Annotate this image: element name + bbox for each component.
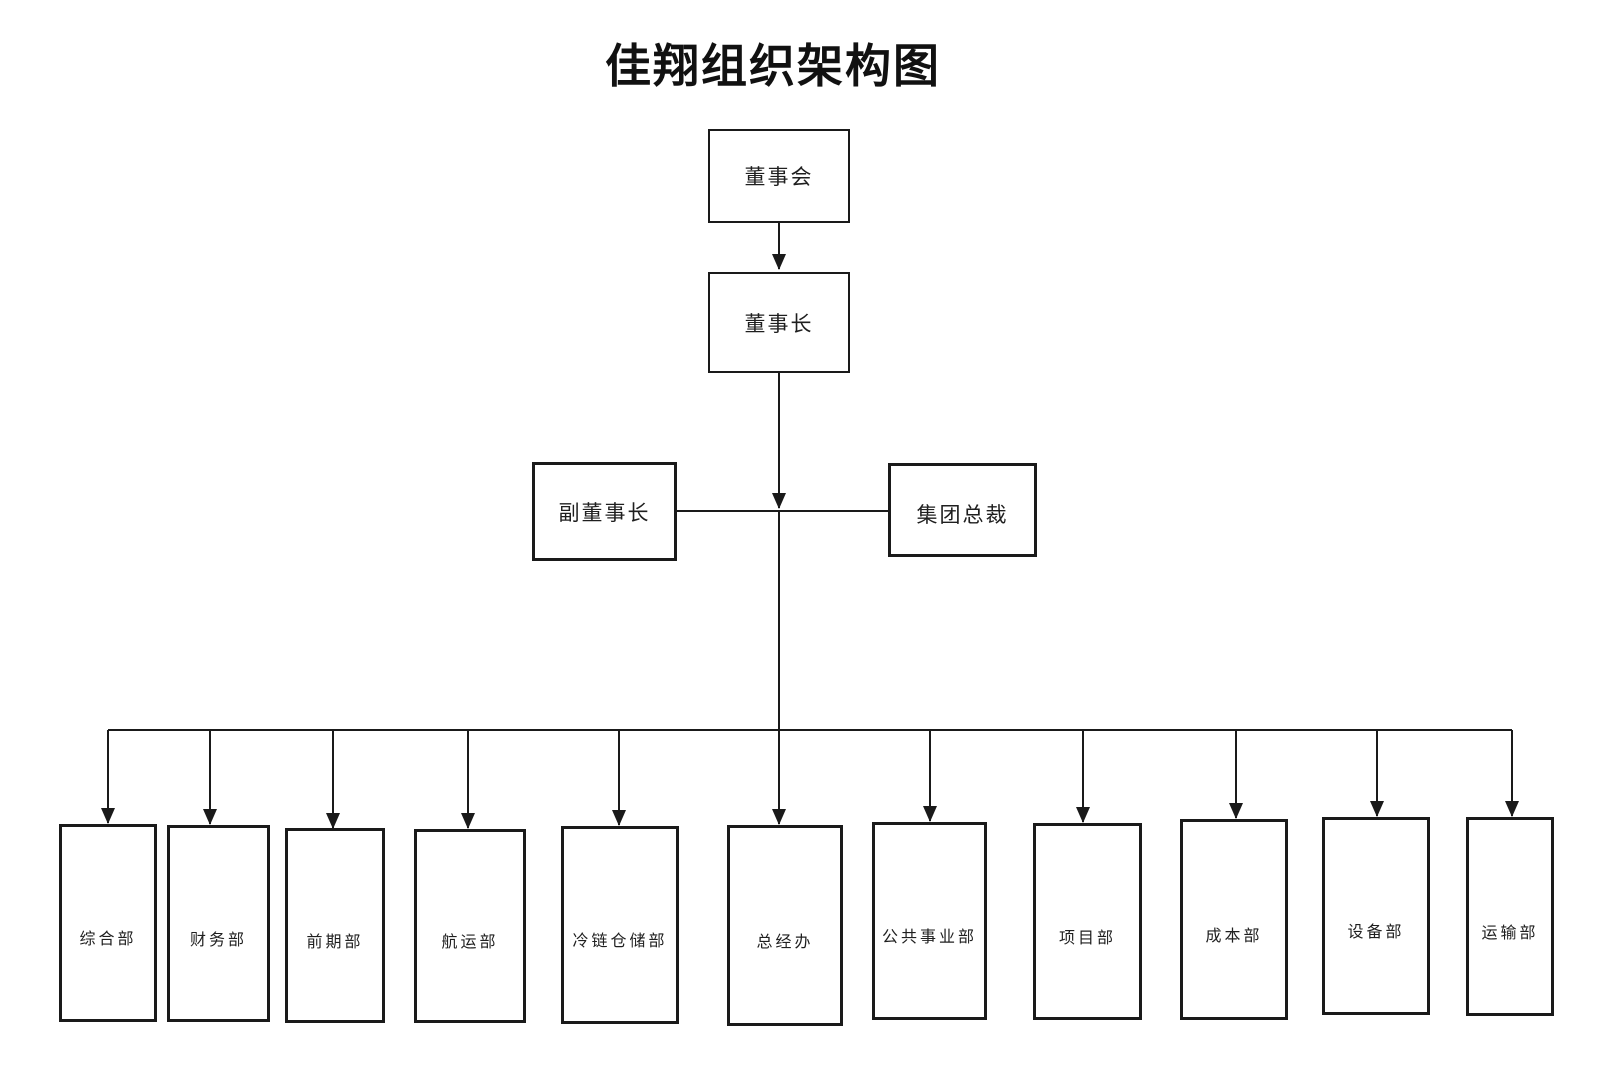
- org-node-dept-cold-chain-warehouse: 冷链仓储部: [561, 826, 679, 1024]
- dept-label: 航运部: [441, 934, 499, 951]
- org-node-dept-public-utilities: 公共事业部: [872, 822, 987, 1020]
- org-node-dept-cost: 成本部: [1180, 819, 1288, 1020]
- dept-label: 冷链仓储部: [572, 933, 668, 950]
- dept-label: 前期部: [306, 933, 364, 951]
- org-node-chairman-label: 董事长: [744, 311, 814, 336]
- org-node-dept-preliminary: 前期部: [285, 828, 385, 1023]
- org-node-board-label: 董事会: [744, 165, 814, 189]
- org-node-dept-transportation: 运输部: [1466, 817, 1554, 1016]
- org-node-vice-chairman: 副董事长: [532, 462, 677, 561]
- dept-label: 公共事业部: [881, 929, 977, 946]
- diagram-title: 佳翔组织架构图: [605, 41, 941, 92]
- org-node-vice-chairman-label: 副董事长: [558, 500, 651, 525]
- org-node-dept-gm-office: 总经办: [727, 825, 843, 1026]
- org-node-dept-project: 项目部: [1033, 823, 1142, 1020]
- org-node-group-president-label: 集团总裁: [916, 503, 1009, 527]
- dept-label: 成本部: [1205, 927, 1263, 945]
- dept-label: 运输部: [1481, 924, 1539, 942]
- org-node-dept-finance: 财务部: [167, 825, 270, 1022]
- org-node-dept-shipping: 航运部: [414, 829, 526, 1023]
- dept-label: 设备部: [1347, 924, 1405, 941]
- dept-label: 总经办: [756, 933, 814, 951]
- org-node-dept-equipment: 设备部: [1322, 817, 1430, 1015]
- dept-label: 项目部: [1058, 929, 1116, 947]
- dept-label: 财务部: [189, 931, 247, 949]
- org-node-dept-general: 综合部: [59, 824, 157, 1022]
- org-node-chairman: 董事长: [708, 272, 850, 373]
- dept-label: 综合部: [79, 931, 137, 948]
- org-node-group-president: 集团总裁: [888, 463, 1037, 557]
- org-node-board: 董事会: [708, 129, 850, 223]
